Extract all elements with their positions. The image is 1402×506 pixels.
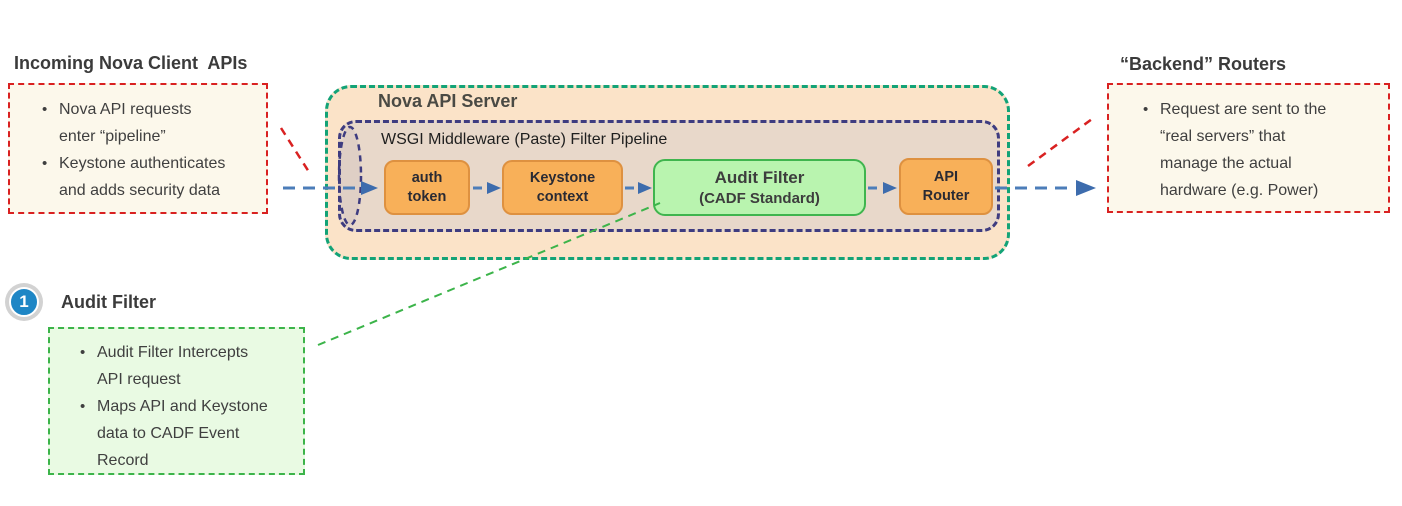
audit-filter-block: Audit Filter (CADF Standard) <box>653 159 866 216</box>
note-bullet: Nova API requests enter “pipeline” <box>40 96 260 150</box>
audit-filter-callout-heading: Audit Filter <box>61 292 156 312</box>
right-note-connector-line <box>1027 117 1093 168</box>
block-label: Router <box>922 187 970 204</box>
block-label: (CADF Standard) <box>699 189 820 207</box>
auth-token-block: auth token <box>384 160 470 215</box>
block-label: token <box>407 188 447 205</box>
block-label: context <box>536 188 589 205</box>
backend-routers-heading: “Backend” Routers <box>1120 54 1287 74</box>
note-bullet: Maps API and Keystone data to CADF Event… <box>78 393 299 474</box>
left-note-connector-line <box>279 127 311 173</box>
incoming-apis-bullet-list: Nova API requests enter “pipeline” Keyst… <box>40 96 260 204</box>
note-bullet: Request are sent to the “real servers” t… <box>1141 96 1384 204</box>
keystone-context-block: Keystone context <box>502 160 623 215</box>
audit-filter-bullet-list: Audit Filter Intercepts API request Maps… <box>78 339 299 474</box>
incoming-apis-note: Nova API requests enter “pipeline” Keyst… <box>8 83 268 214</box>
incoming-apis-heading: Incoming Nova Client APIs <box>14 53 248 73</box>
wsgi-pipeline-title: WSGI Middleware (Paste) Filter Pipeline <box>381 131 668 148</box>
backend-routers-bullet-list: Request are sent to the “real servers” t… <box>1141 96 1384 204</box>
nova-api-server-title: Nova API Server <box>378 91 518 111</box>
block-label: auth <box>411 169 443 186</box>
block-label: API <box>933 168 959 185</box>
flow-exit-arrowhead <box>1076 180 1096 196</box>
block-label: Audit Filter <box>714 167 805 187</box>
note-bullet: Audit Filter Intercepts API request <box>78 339 299 393</box>
audit-filter-callout-note: Audit Filter Intercepts API request Maps… <box>48 327 305 475</box>
backend-routers-note: Request are sent to the “real servers” t… <box>1107 83 1390 213</box>
block-label: Keystone <box>529 169 596 186</box>
api-router-block: API Router <box>899 158 993 215</box>
note-bullet: Keystone authenticates and adds security… <box>40 150 260 204</box>
step-1-badge: 1 <box>9 287 39 317</box>
